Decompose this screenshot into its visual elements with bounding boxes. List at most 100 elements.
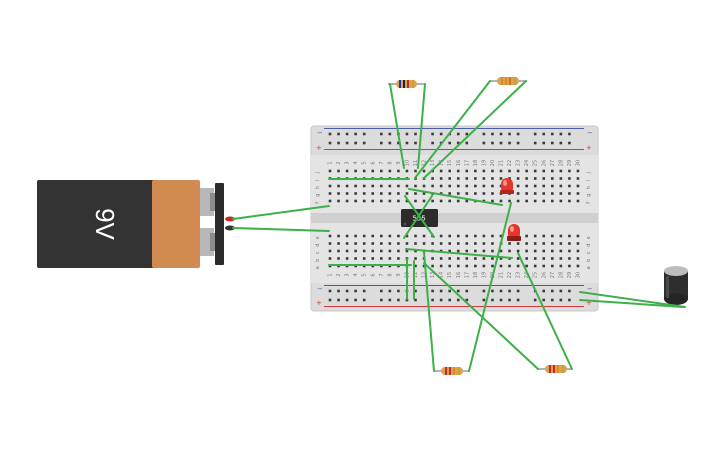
breadboard-hole[interactable] — [551, 141, 554, 145]
breadboard-hole[interactable] — [431, 264, 434, 268]
breadboard-hole[interactable] — [388, 184, 392, 188]
breadboard-hole[interactable] — [456, 234, 460, 238]
breadboard-hole[interactable] — [482, 264, 486, 268]
breadboard-hole[interactable] — [328, 234, 332, 238]
breadboard-hole[interactable] — [568, 199, 571, 203]
breadboard-hole[interactable] — [371, 234, 375, 238]
breadboard-hole[interactable] — [414, 184, 417, 188]
breadboard-hole[interactable] — [388, 249, 392, 253]
wire-cap-positive[interactable] — [579, 299, 684, 308]
breadboard-hole[interactable] — [456, 264, 460, 268]
breadboard-hole[interactable] — [337, 234, 340, 238]
breadboard-hole[interactable] — [397, 289, 400, 293]
breadboard-hole[interactable] — [559, 289, 563, 293]
wire-chip-cross-b[interactable] — [403, 195, 433, 239]
breadboard-hole[interactable] — [491, 249, 494, 253]
breadboard-hole[interactable] — [439, 132, 443, 136]
breadboard-hole[interactable] — [328, 298, 332, 302]
breadboard-hole[interactable] — [576, 264, 580, 268]
breadboard-hole[interactable] — [516, 141, 520, 145]
breadboard-hole[interactable] — [448, 234, 451, 238]
breadboard-hole[interactable] — [533, 192, 537, 195]
breadboard-hole[interactable] — [456, 289, 460, 293]
breadboard-hole[interactable] — [508, 242, 511, 245]
breadboard-hole[interactable] — [508, 141, 511, 145]
breadboard-hole[interactable] — [456, 199, 460, 203]
breadboard-hole[interactable] — [354, 289, 357, 293]
breadboard-hole[interactable] — [337, 257, 340, 260]
breadboard-hole[interactable] — [525, 249, 528, 253]
breadboard-hole[interactable] — [551, 249, 554, 253]
breadboard-hole[interactable] — [456, 141, 460, 145]
breadboard-hole[interactable] — [516, 192, 520, 195]
breadboard-hole[interactable] — [422, 242, 426, 245]
breadboard-hole[interactable] — [542, 264, 546, 268]
breadboard-hole[interactable] — [491, 257, 494, 260]
breadboard-hole[interactable] — [448, 184, 451, 188]
breadboard-hole[interactable] — [362, 184, 366, 188]
breadboard-hole[interactable] — [380, 169, 383, 173]
breadboard-hole[interactable] — [568, 257, 571, 260]
breadboard-hole[interactable] — [516, 242, 520, 245]
breadboard-hole[interactable] — [542, 234, 546, 238]
breadboard-hole[interactable] — [362, 242, 366, 245]
breadboard-hole[interactable] — [568, 192, 571, 195]
breadboard-hole[interactable] — [388, 257, 392, 260]
breadboard-hole[interactable] — [465, 264, 469, 268]
breadboard-hole[interactable] — [551, 192, 554, 195]
breadboard-hole[interactable] — [533, 141, 537, 145]
breadboard-hole[interactable] — [431, 141, 434, 145]
breadboard-hole[interactable] — [516, 264, 520, 268]
breadboard-hole[interactable] — [431, 132, 434, 136]
breadboard-hole[interactable] — [542, 169, 546, 173]
breadboard-hole[interactable] — [482, 257, 486, 260]
breadboard-hole[interactable] — [397, 169, 400, 173]
breadboard-hole[interactable] — [397, 242, 400, 245]
breadboard-hole[interactable] — [576, 177, 580, 180]
breadboard-hole[interactable] — [380, 289, 383, 293]
wire-to-led-top[interactable] — [408, 188, 503, 206]
breadboard-hole[interactable] — [559, 264, 563, 268]
breadboard-hole[interactable] — [422, 264, 426, 268]
breadboard-hole[interactable] — [371, 249, 375, 253]
breadboard-hole[interactable] — [533, 199, 537, 203]
breadboard-hole[interactable] — [499, 264, 503, 268]
breadboard-hole[interactable] — [559, 234, 563, 238]
breadboard-hole[interactable] — [380, 184, 383, 188]
breadboard-hole[interactable] — [345, 298, 349, 302]
breadboard-hole[interactable] — [533, 184, 537, 188]
breadboard-hole[interactable] — [491, 132, 494, 136]
breadboard-hole[interactable] — [405, 184, 409, 188]
wire-r3-left[interactable] — [423, 251, 435, 372]
resistor-bottom-right[interactable] — [538, 365, 572, 373]
resistor-top-left[interactable] — [388, 80, 425, 88]
breadboard-hole[interactable] — [516, 177, 520, 180]
breadboard-hole[interactable] — [551, 169, 554, 173]
breadboard-hole[interactable] — [380, 249, 383, 253]
breadboard-hole[interactable] — [465, 249, 469, 253]
breadboard-hole[interactable] — [431, 184, 434, 188]
breadboard-hole[interactable] — [491, 234, 494, 238]
breadboard-hole[interactable] — [448, 249, 451, 253]
breadboard-hole[interactable] — [448, 289, 451, 293]
breadboard-hole[interactable] — [542, 177, 546, 180]
breadboard-hole[interactable] — [397, 234, 400, 238]
breadboard-hole[interactable] — [568, 132, 571, 136]
breadboard-hole[interactable] — [508, 169, 511, 173]
breadboard-hole[interactable] — [354, 192, 357, 195]
breadboard-hole[interactable] — [576, 184, 580, 188]
capacitor[interactable] — [664, 266, 688, 305]
breadboard-hole[interactable] — [474, 192, 477, 195]
breadboard-hole[interactable] — [551, 289, 554, 293]
wire-r2-left[interactable] — [414, 80, 491, 179]
breadboard-hole[interactable] — [405, 298, 409, 302]
breadboard-hole[interactable] — [525, 199, 528, 203]
breadboard-hole[interactable] — [431, 298, 434, 302]
battery-9v[interactable]: 9V — [37, 180, 235, 268]
breadboard-hole[interactable] — [354, 169, 357, 173]
breadboard-hole[interactable] — [388, 234, 392, 238]
breadboard-hole[interactable] — [448, 298, 451, 302]
breadboard-hole[interactable] — [362, 298, 366, 302]
breadboard-hole[interactable] — [380, 199, 383, 203]
breadboard-hole[interactable] — [542, 199, 546, 203]
